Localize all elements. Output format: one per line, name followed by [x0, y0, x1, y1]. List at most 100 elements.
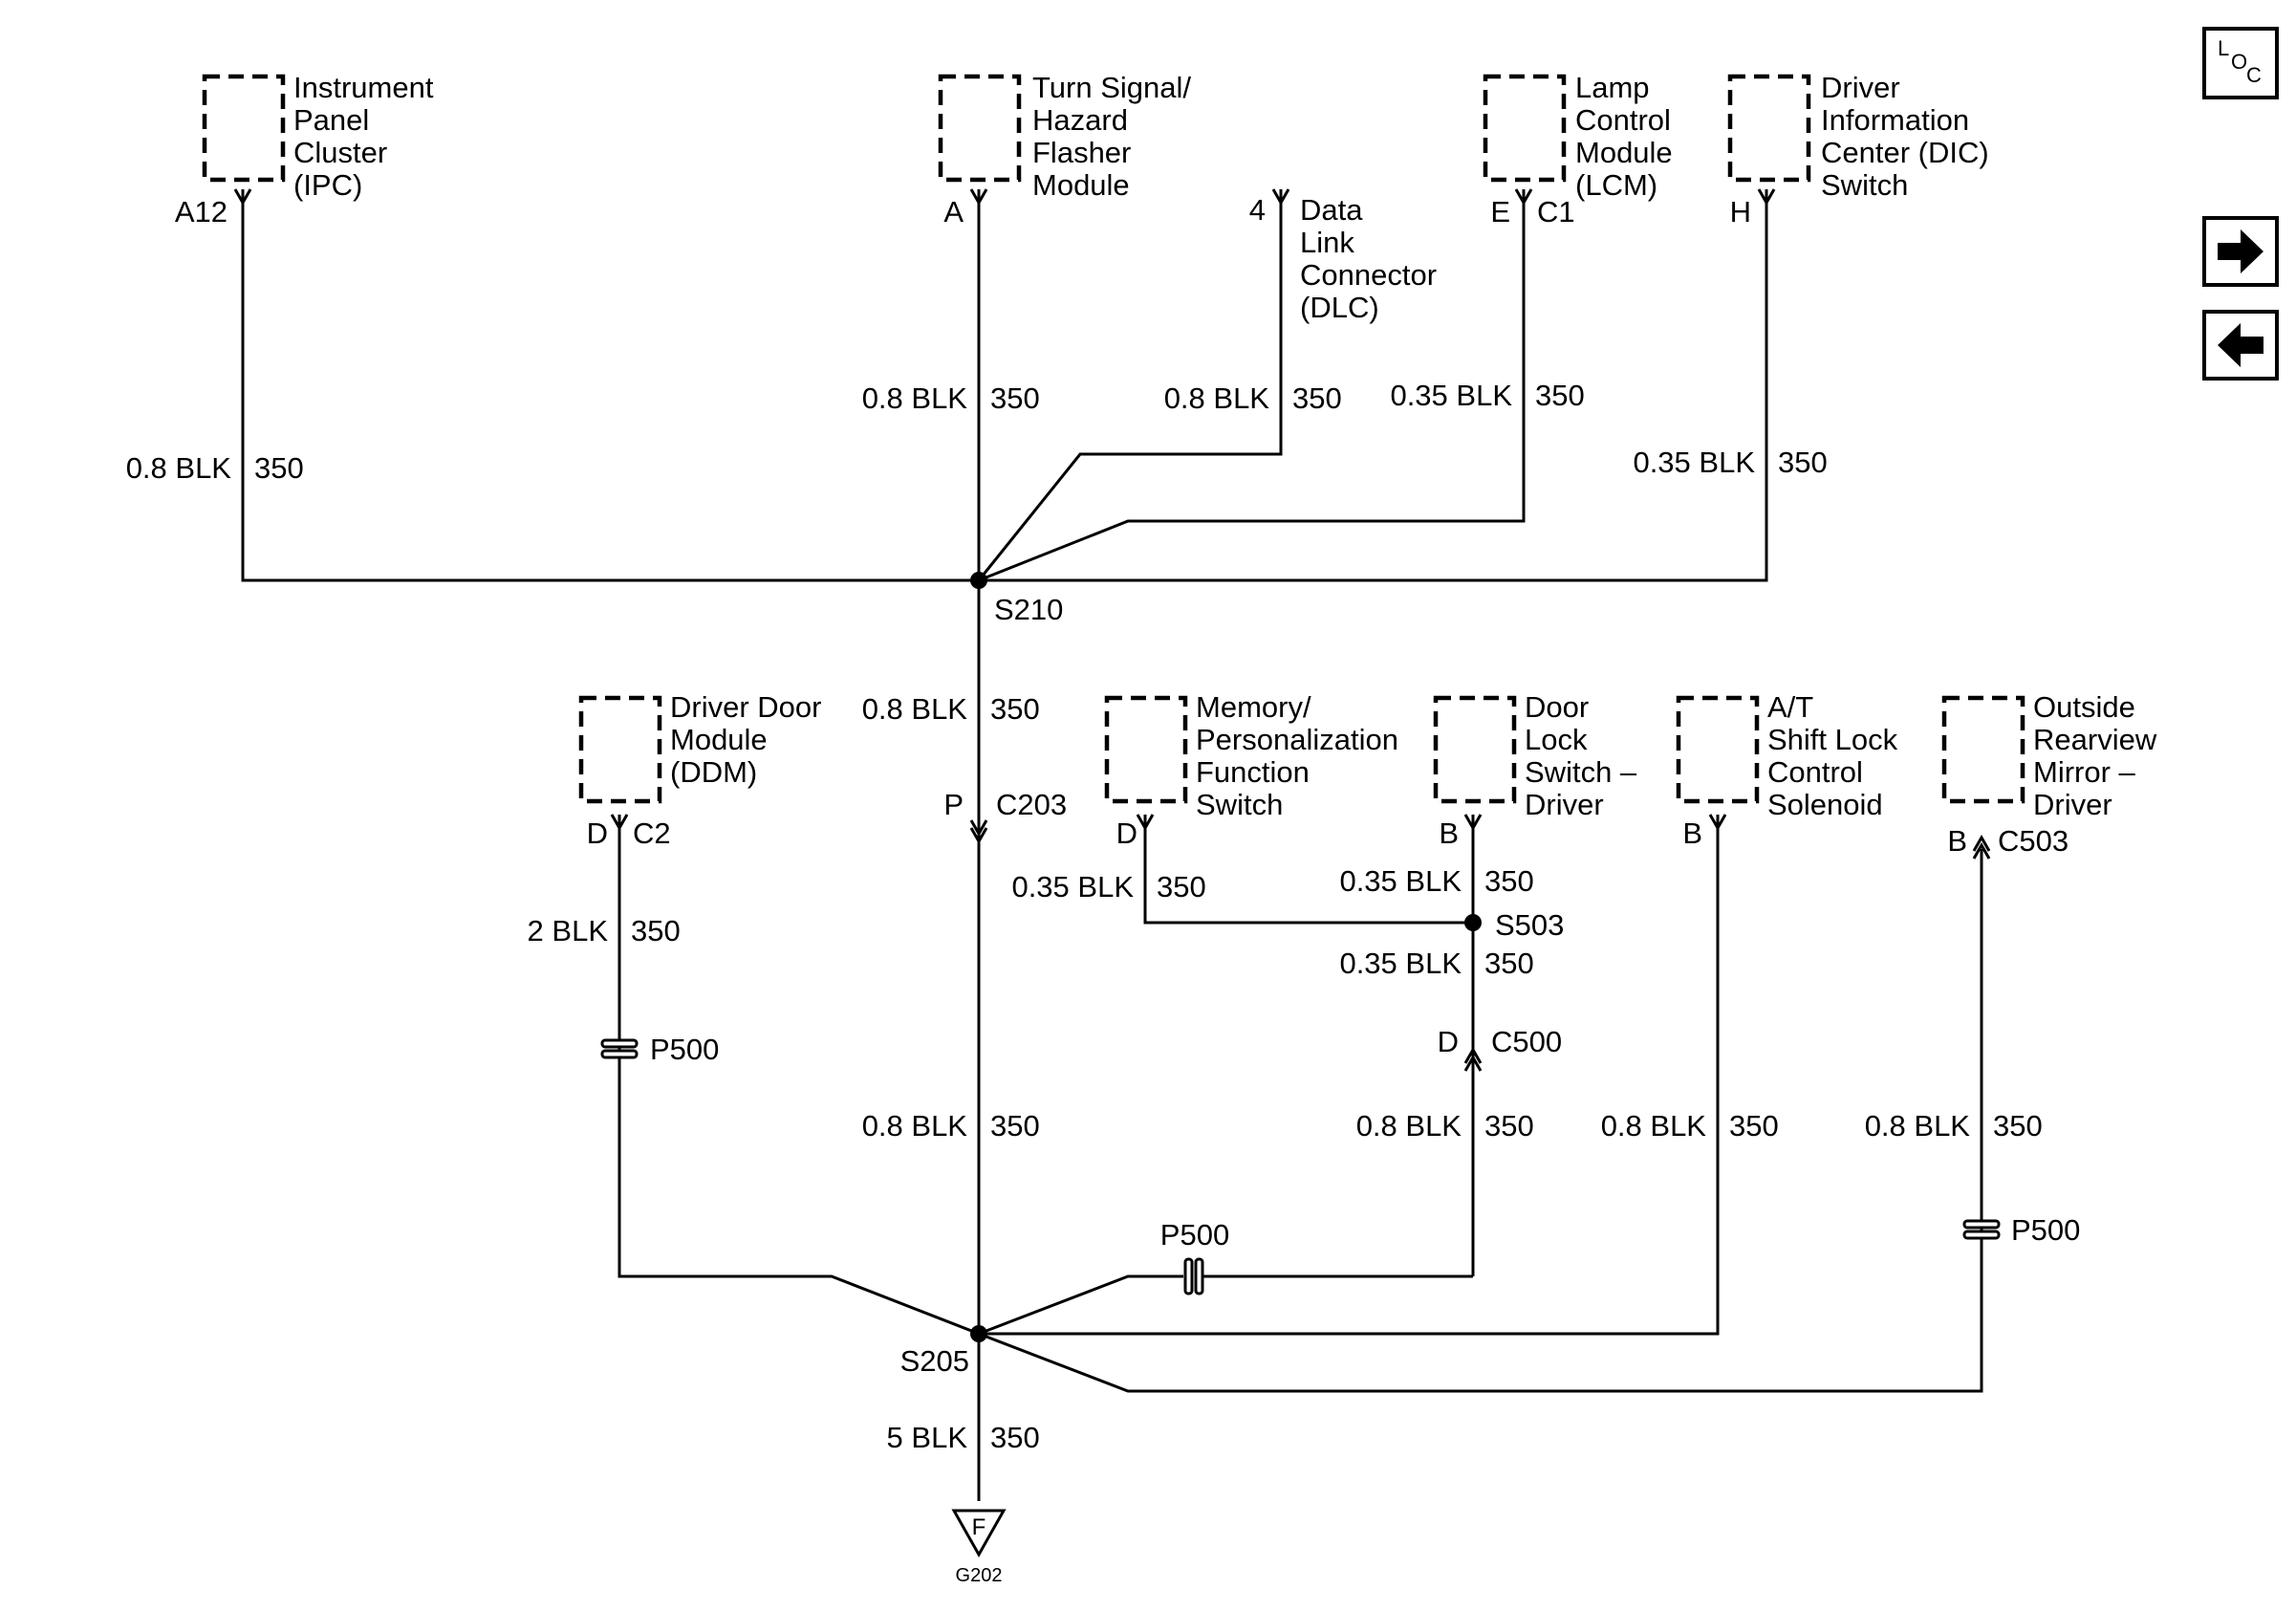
- component-boxes: [202, 74, 2025, 804]
- connector-ddm: C2: [633, 816, 671, 850]
- terminal-lcm: [1514, 188, 1533, 207]
- terminal-ipc: [233, 188, 252, 207]
- wire-memory: [1143, 815, 1473, 925]
- wire-p500-s205: [978, 1274, 1183, 1336]
- wire-ddm-circuit: 350: [631, 914, 681, 947]
- splice-s210-label: S210: [994, 593, 1063, 626]
- door-lock-label: Door Lock Switch – Driver: [1525, 690, 1645, 821]
- wire-ground-size: 5 BLK: [887, 1421, 968, 1454]
- wire-ipc-circuit: 350: [254, 451, 304, 485]
- wire-dic: [979, 189, 1768, 582]
- door-lock-box: [1433, 695, 1517, 804]
- connector-c500: [1463, 1046, 1483, 1072]
- pass-throughs: [600, 1038, 2001, 1295]
- wire-door-lock-upper-size: 0.35 BLK: [1339, 864, 1462, 898]
- wire-labels: 0.8 BLK 350 0.8 BLK 350 0.8 BLK 350 0.35…: [126, 379, 2043, 1454]
- wire-lcm: [978, 189, 1526, 582]
- splice-s210-dot: [970, 572, 987, 589]
- wire-dic-circuit: 350: [1778, 446, 1828, 479]
- terminal-shift-lock: [1708, 814, 1727, 832]
- splice-s503-label: S503: [1495, 908, 1564, 942]
- wire-dic-size: 0.35 BLK: [1633, 446, 1755, 479]
- splice-s205-label: S205: [900, 1344, 969, 1378]
- mirror-box: [1941, 695, 2025, 804]
- left-arrow-icon: [2218, 323, 2264, 367]
- label-c203: C203: [996, 788, 1067, 821]
- loc-letter-l: L: [2218, 36, 2229, 60]
- terminal-memory: [1136, 814, 1155, 832]
- pin-c500: D: [1438, 1025, 1459, 1058]
- wire-lcm-size: 0.35 BLK: [1390, 379, 1512, 412]
- pin-shift-lock: B: [1682, 816, 1702, 850]
- pin-ddm: D: [587, 816, 608, 850]
- wire-dlc: [977, 189, 1283, 581]
- memory-label: Memory/ Personalization Function Switch: [1196, 690, 1407, 821]
- pin-dic: H: [1730, 195, 1751, 229]
- wire-c500-lower-size: 0.8 BLK: [1356, 1109, 1462, 1143]
- wire-mirror: [978, 849, 1983, 1393]
- pin-mirror: B: [1947, 824, 1967, 858]
- shift-lock-box: [1676, 695, 1760, 804]
- terminal-turn-signal: [969, 188, 988, 207]
- ipc-label: Instrument Panel Cluster (IPC): [293, 71, 442, 202]
- loc-letter-o: O: [2231, 50, 2247, 74]
- wire-door-lock-lower-size: 0.35 BLK: [1339, 947, 1462, 980]
- wire-ddm-size: 2 BLK: [528, 914, 609, 947]
- ddm-box: [578, 695, 662, 804]
- terminal-dlc: [1271, 188, 1290, 207]
- wire-shift-lock: [979, 815, 1720, 1336]
- shift-lock-label: A/T Shift Lock Control Solenoid: [1767, 690, 1906, 821]
- dic-box: [1727, 74, 1811, 183]
- wire-mirror-size: 0.8 BLK: [1865, 1109, 1971, 1143]
- dlc-label: Data Link Connector (DLC): [1300, 193, 1445, 324]
- pin-c203: P: [943, 788, 964, 821]
- component-labels: Instrument Panel Cluster (IPC) Turn Sign…: [293, 71, 2165, 821]
- right-arrow-icon: [2218, 229, 2264, 273]
- mirror-label: Outside Rearview Mirror – Driver: [2033, 690, 2165, 821]
- wire-door-lock-lower-circuit: 350: [1484, 947, 1534, 980]
- wire-c500-lower-circuit: 350: [1484, 1109, 1534, 1143]
- loc-button[interactable]: L O C: [2202, 27, 2279, 99]
- wire-ddm: [617, 815, 980, 1336]
- ipc-box: [202, 74, 286, 183]
- wire-shift-lock-size: 0.8 BLK: [1601, 1109, 1707, 1143]
- wire-ground-circuit: 350: [990, 1421, 1040, 1454]
- wire-ipc: [241, 189, 978, 582]
- loc-letter-c: C: [2246, 63, 2262, 87]
- pin-memory: D: [1116, 816, 1137, 850]
- wire-memory-circuit: 350: [1157, 870, 1206, 903]
- wire-main-lower-circuit: 350: [990, 1109, 1040, 1143]
- terminal-ddm: [610, 814, 629, 832]
- next-page-button[interactable]: [2202, 216, 2279, 287]
- pin-ipc: A12: [175, 195, 227, 229]
- dic-label: Driver Information Center (DIC) Switch: [1821, 71, 1997, 202]
- p500-middle-label: P500: [1160, 1218, 1229, 1252]
- lcm-label: Lamp Control Module (LCM): [1575, 71, 1680, 202]
- splice-s205-dot: [970, 1325, 987, 1342]
- pin-labels: A12 A 4 E C1 H D C2 P C203 D B B B C503 …: [175, 193, 2069, 1058]
- terminals: [233, 188, 1991, 1072]
- wiring: [241, 189, 1983, 1501]
- wire-main-upper-size: 0.8 BLK: [862, 692, 968, 726]
- connector-c203: [969, 819, 988, 845]
- wire-door-lock-upper-circuit: 350: [1484, 864, 1534, 898]
- wire-memory-size: 0.35 BLK: [1011, 870, 1134, 903]
- wire-lcm-circuit: 350: [1535, 379, 1585, 412]
- connector-c503: C503: [1998, 824, 2069, 858]
- p500-ddm-label: P500: [650, 1033, 719, 1066]
- p500-ddm-symbol: [600, 1038, 639, 1059]
- ground-letter: F: [972, 1514, 986, 1540]
- previous-page-button[interactable]: [2202, 310, 2279, 381]
- ground-name: G202: [956, 1565, 1003, 1586]
- p500-mirror-symbol: [1962, 1219, 2001, 1240]
- pin-dlc: 4: [1249, 193, 1266, 227]
- p500-middle-symbol: [1183, 1257, 1204, 1295]
- wire-mirror-circuit: 350: [1993, 1109, 2043, 1143]
- splice-labels: S210 S205 S503 P500 P500 P500: [650, 593, 2080, 1378]
- pin-door-lock: B: [1439, 816, 1459, 850]
- wire-turn-size: 0.8 BLK: [862, 381, 968, 415]
- connector-c503: [1972, 834, 1991, 860]
- lcm-box: [1483, 74, 1567, 183]
- terminal-door-lock: [1463, 814, 1483, 832]
